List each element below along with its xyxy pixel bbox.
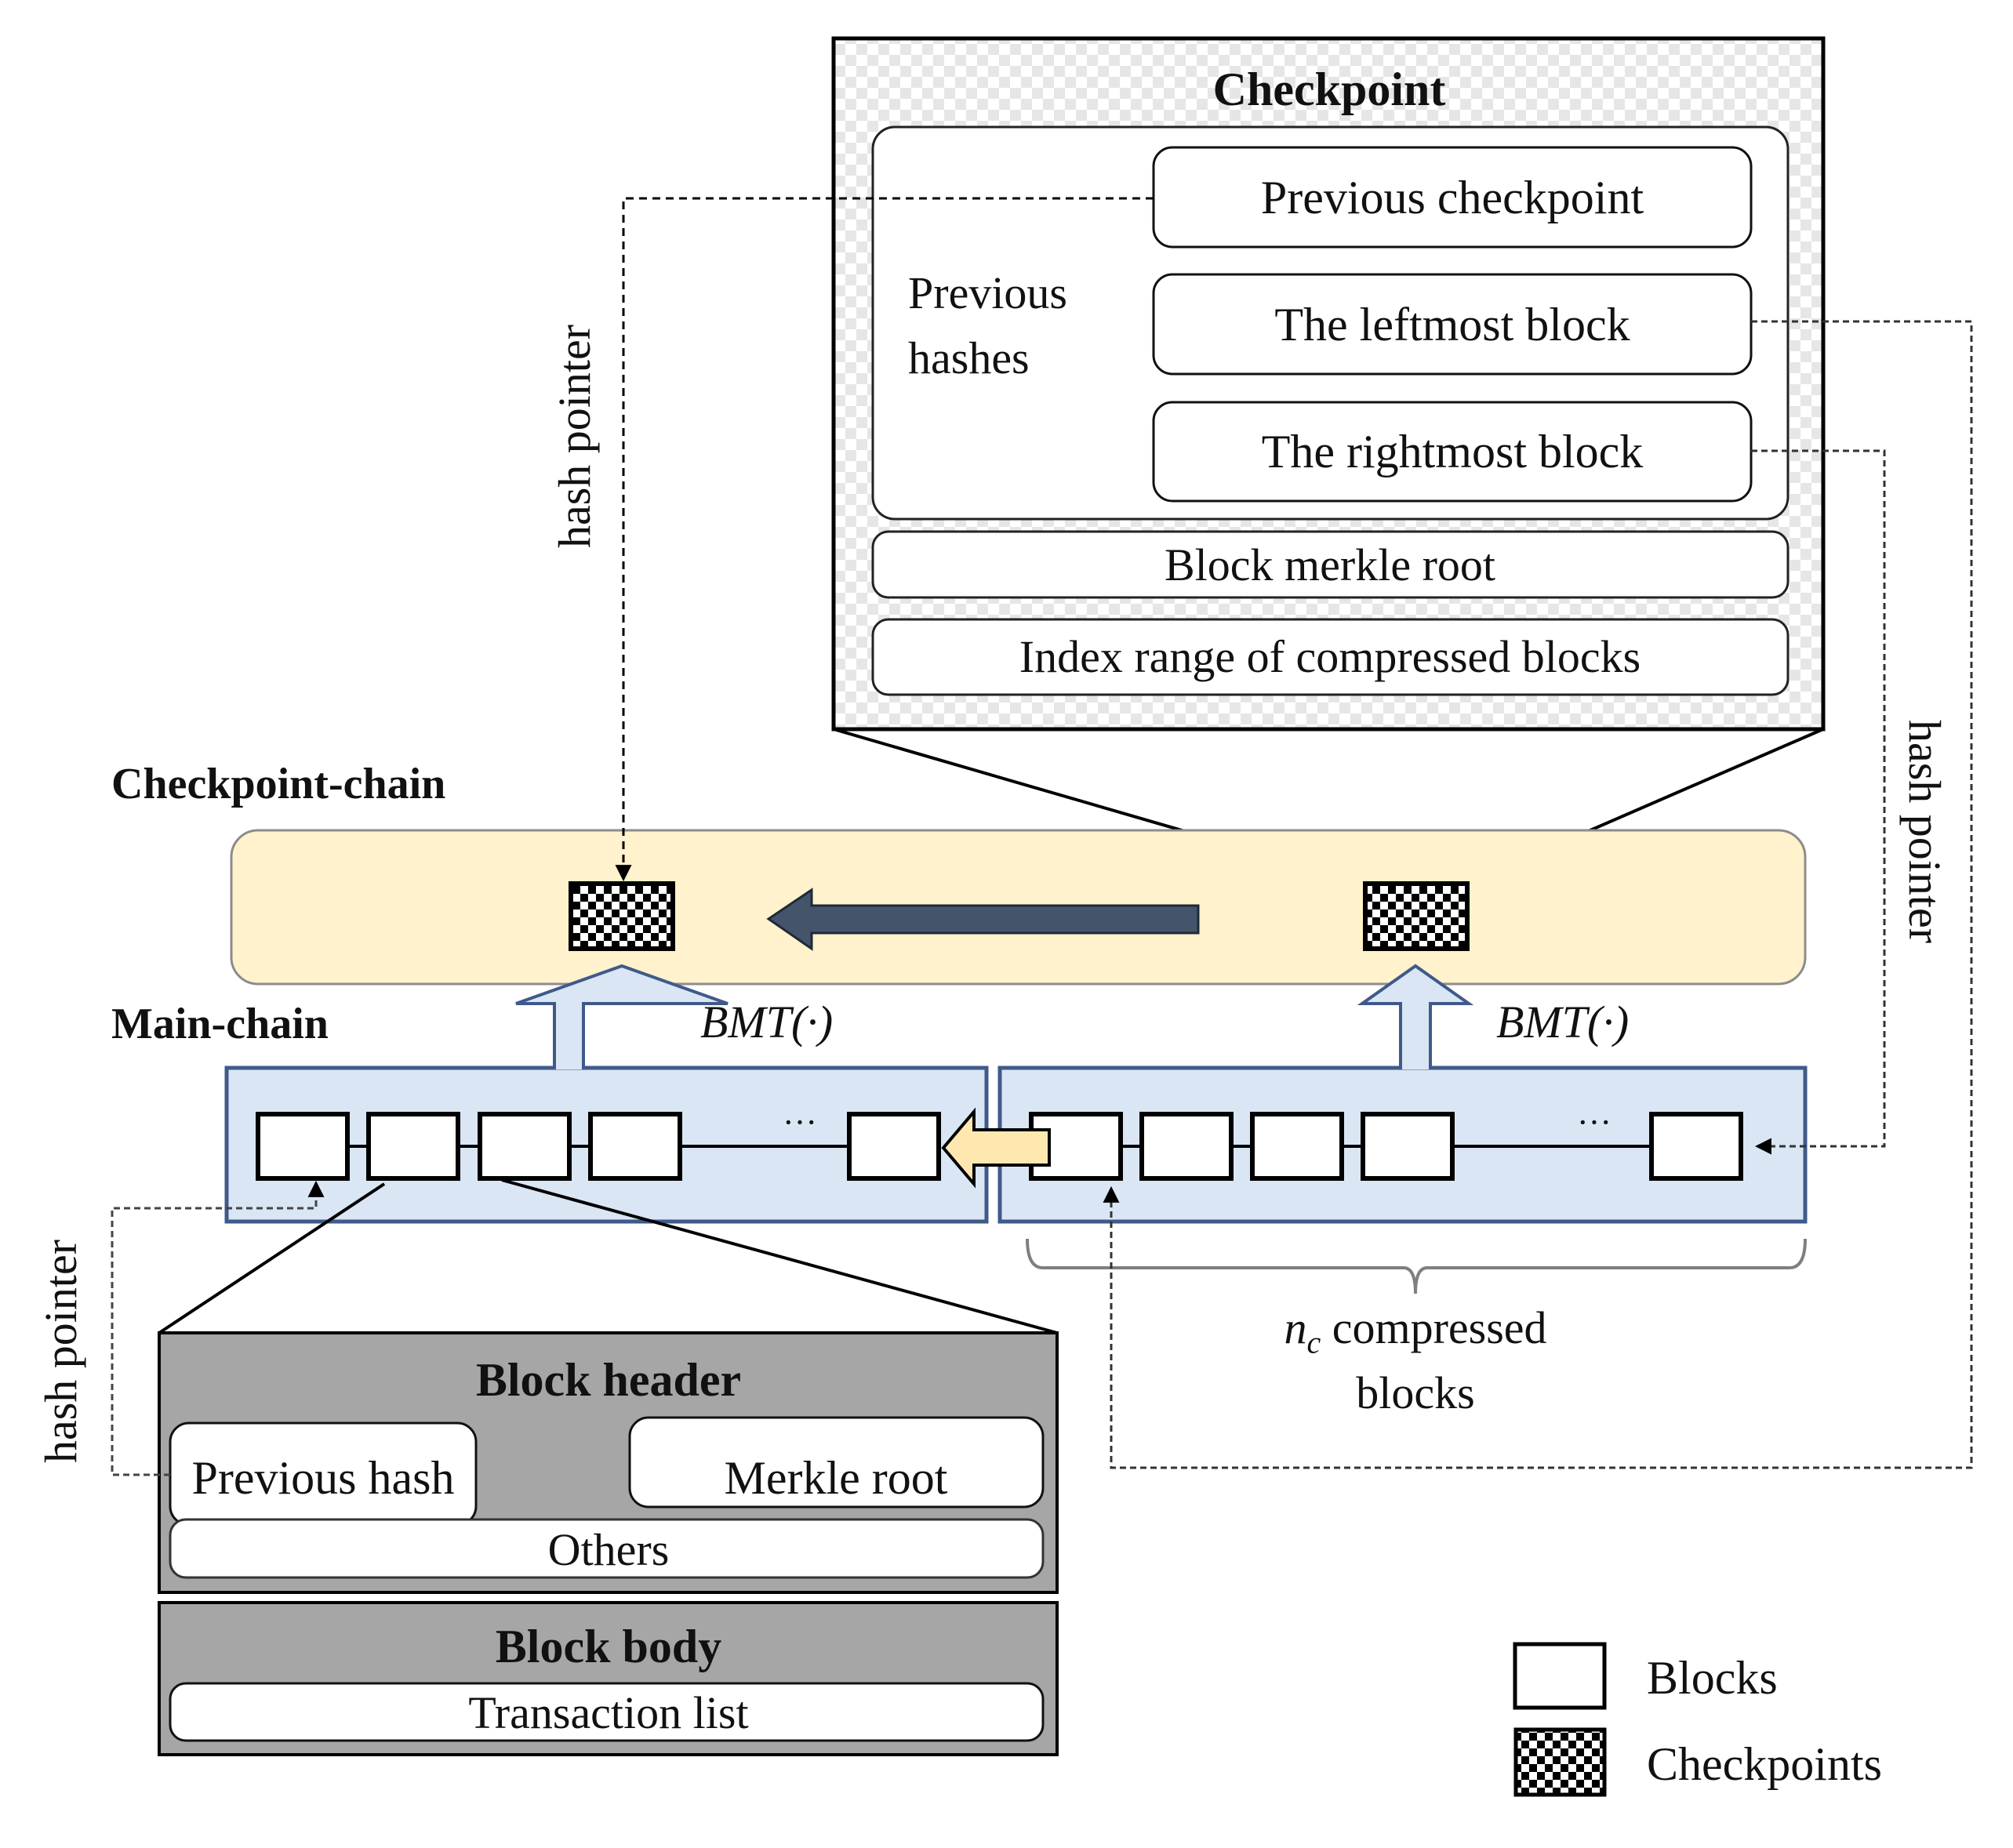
bmt-arrow-right [1357, 964, 1474, 1069]
merkle-root-label: Merkle root [724, 1452, 948, 1504]
main-chain-label: Main-chain [111, 1000, 329, 1048]
checkpoint-title: Checkpoint [1212, 64, 1446, 115]
previous-hashes-label-line1: Previous [908, 267, 1067, 318]
hash-pointer-label-bottom-left: hash pointer [35, 1239, 87, 1464]
compressed-word: compressed [1321, 1302, 1547, 1353]
transaction-list-label: Transaction list [468, 1687, 749, 1738]
block-body-title: Block body [495, 1621, 722, 1672]
index-range-field [871, 618, 1790, 696]
legend-checkpoints-swatch [1513, 1727, 1607, 1797]
transaction-list-field [169, 1682, 1045, 1742]
main-chain-right-block-2 [1139, 1112, 1234, 1181]
main-chain-left-block-3 [478, 1112, 572, 1181]
checkpoint-icon-right [1363, 881, 1470, 951]
hash-pointer-label-right: hash pointer [1899, 719, 1951, 944]
main-chain-left-block-5 [847, 1112, 941, 1181]
hash-pointer-previous-checkpoint [615, 197, 1154, 882]
bmt-arrow-left [515, 964, 729, 1069]
previous-hash-label: Previous hash [191, 1452, 455, 1504]
ellipsis-right: ··· [1577, 1103, 1611, 1142]
leftmost-block-label: The leftmost block [1274, 299, 1630, 350]
checkpoint-chain-label: Checkpoint-chain [111, 760, 446, 808]
block-merkle-root-field [871, 530, 1790, 599]
others-label: Others [547, 1524, 670, 1575]
bmt-label-right: BMT(·) [1496, 997, 1630, 1047]
compressed-blocks-brace [1026, 1238, 1807, 1294]
others-field [169, 1518, 1045, 1579]
legend-checkpoints-label: Checkpoints [1647, 1738, 1882, 1790]
leftmost-block-field [1152, 273, 1753, 376]
block-merkle-root-label: Block merkle root [1164, 539, 1496, 590]
compress-arrow [941, 1107, 1051, 1189]
hash-pointer-rightmost-block [1751, 449, 1886, 1155]
main-chain-left-block-4 [588, 1112, 682, 1181]
block-header-title: Block header [475, 1354, 742, 1406]
rightmost-block-label: The rightmost block [1261, 426, 1644, 477]
main-chain-left-block-1 [256, 1112, 350, 1181]
merkle-root-field [628, 1416, 1045, 1509]
checkpoint-chain-arrow [766, 888, 1200, 951]
previous-checkpoint-label: Previous checkpoint [1260, 172, 1644, 223]
main-chain-left-block-2 [366, 1112, 460, 1181]
ellipsis-left: ··· [783, 1103, 817, 1142]
hash-pointer-label-top: hash pointer [549, 324, 601, 549]
previous-hashes-label-line2: hashes [908, 332, 1030, 383]
main-chain-right-block-4 [1361, 1112, 1455, 1181]
compressed-blocks-note-line2: blocks [1356, 1367, 1475, 1418]
main-chain-right-block-3 [1250, 1112, 1344, 1181]
legend-blocks-swatch [1513, 1642, 1607, 1710]
index-range-label: Index range of compressed blocks [1019, 631, 1641, 682]
main-chain-right-block-5 [1649, 1112, 1743, 1181]
zoom-line-block-left [158, 1182, 386, 1334]
compressed-blocks-note-line1: nc compressed [1284, 1305, 1546, 1359]
bmt-label-left: BMT(·) [700, 997, 834, 1047]
nc-subscript: c [1306, 1324, 1321, 1360]
zoom-line-block-right [501, 1178, 1058, 1334]
nc-symbol: n [1284, 1302, 1307, 1353]
hash-pointer-leftmost-block [1103, 320, 1973, 1469]
legend-blocks-label: Blocks [1647, 1652, 1778, 1704]
checkpoint-icon-left [569, 881, 675, 951]
